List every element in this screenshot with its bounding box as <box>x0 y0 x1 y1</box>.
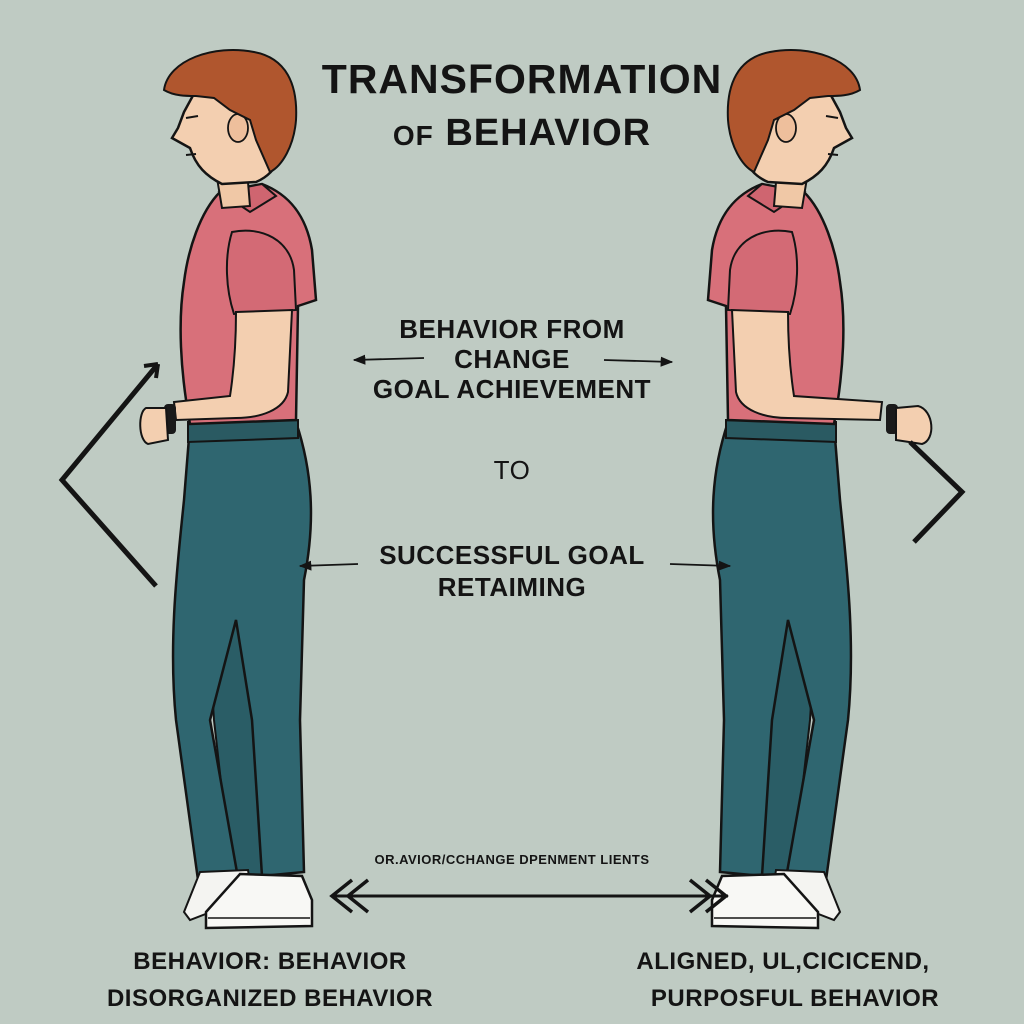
left-caption-line1: BEHAVIOR: BEHAVIOR <box>133 948 407 975</box>
title-behavior-word: BEHAVIOR <box>445 112 652 154</box>
arrow-block2-left <box>298 560 359 571</box>
right-person-figure <box>706 48 933 930</box>
left-person-pants <box>171 420 313 882</box>
left-person-hand <box>139 407 170 446</box>
arrow-block2-right <box>669 560 732 571</box>
title-line-2: OF BEHAVIOR <box>262 112 782 155</box>
left-chevron-arrow <box>58 362 160 588</box>
left-person-sleeve <box>225 229 298 316</box>
right-person-pants <box>711 420 853 882</box>
center-to-label: TO <box>493 455 531 485</box>
arrow-block1-left <box>352 354 425 365</box>
center-block1-line3: GOAL ACHIEVEMENT <box>372 374 652 404</box>
title-of-word: OF <box>392 120 434 151</box>
center-block2-line2: RETAIMING <box>437 572 587 602</box>
title-line-1: TRANSFORMATION <box>321 56 723 102</box>
left-person-hair <box>162 48 298 174</box>
bottom-double-arrow <box>329 878 729 914</box>
right-chevron-arrow <box>908 440 966 544</box>
center-block2-line1: SUCCESSFUL GOAL <box>379 540 645 570</box>
center-block1-line2: CHANGE <box>454 344 570 374</box>
left-caption-line2: DISORGANIZED BEHAVIOR <box>106 985 434 1012</box>
right-person-front-shoe <box>710 872 820 930</box>
center-block1-line1: BEHAVIOR FROM <box>399 314 625 344</box>
right-person-hand <box>895 404 933 446</box>
left-person-figure <box>139 48 318 930</box>
right-person-sleeve <box>726 229 799 316</box>
arrow-block1-right <box>603 356 674 367</box>
right-person-arm <box>730 308 884 422</box>
right-caption-line2: PURPOSFUL BEHAVIOR <box>650 985 940 1012</box>
right-caption-line1: ALIGNED, UL,CICICEND, <box>636 948 930 975</box>
right-person-hair <box>726 48 862 174</box>
bottom-center-label: OR.AVIOR/CCHANGE DPENMENT LIENTS <box>374 852 650 867</box>
left-person-front-shoe <box>204 872 314 930</box>
